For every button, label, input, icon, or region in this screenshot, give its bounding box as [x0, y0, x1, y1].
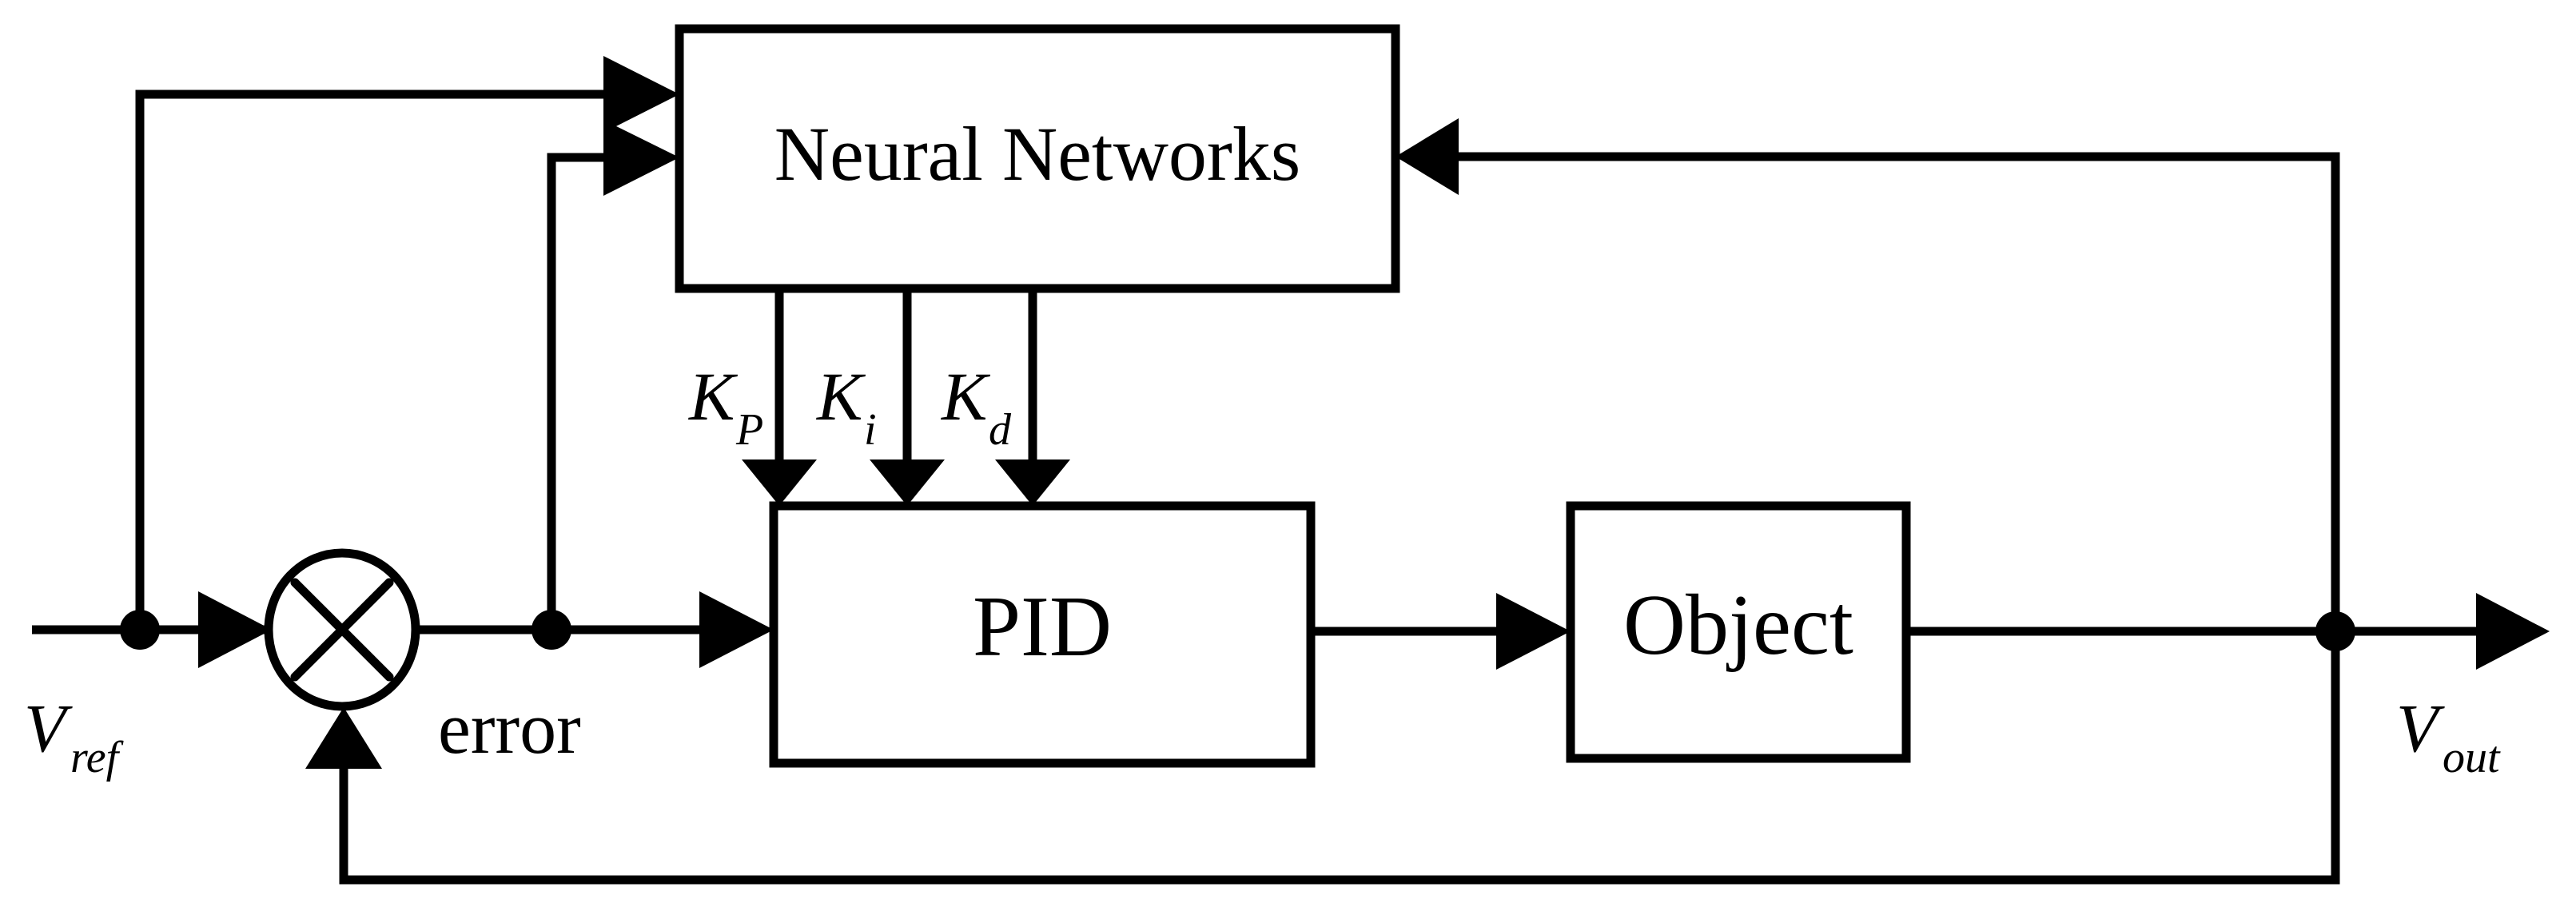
- wire-vref-tap-to-nn: [135, 90, 617, 630]
- arrowhead-sum-to-pid: [699, 591, 774, 668]
- label-vout: V out: [2396, 690, 2501, 782]
- kp-base: K: [687, 358, 739, 435]
- arrowhead-ki: [870, 459, 945, 506]
- junction-dot-error: [532, 610, 571, 650]
- ki-base: K: [815, 358, 866, 435]
- wire-vout-feedback-to-sum: [339, 631, 2340, 885]
- arrowhead-kp: [742, 459, 817, 506]
- block-object[interactable]: Object: [1566, 501, 1911, 763]
- multiplier-junction[interactable]: [264, 548, 420, 711]
- label-ki: K i: [815, 358, 877, 455]
- label-kp: K P: [687, 358, 763, 455]
- block-pid[interactable]: PID: [769, 501, 1316, 768]
- junction-dot-vout: [2315, 611, 2355, 651]
- object-label: Object: [1623, 578, 1853, 673]
- ki-subscript: i: [864, 405, 877, 455]
- multiplier-cross-stroke-2: [290, 578, 394, 682]
- vref-subscript: ref: [70, 733, 125, 782]
- neural-networks-label: Neural Networks: [774, 111, 1300, 197]
- kd-subscript: d: [989, 405, 1012, 455]
- arrowhead-nn-input-1: [603, 56, 679, 133]
- wire-error-tap-to-nn: [547, 153, 617, 630]
- vout-subscript: out: [2443, 733, 2501, 782]
- block-neural-networks[interactable]: Neural Networks: [675, 24, 1400, 293]
- pid-label: PID: [973, 579, 1112, 674]
- arrowhead-pid-to-object: [1496, 593, 1571, 670]
- wire-vout-feedback-to-nn: [1439, 152, 2340, 631]
- kp-subscript: P: [735, 405, 763, 455]
- arrowhead-vref-to-sum: [198, 591, 272, 668]
- object-rect[interactable]: [1566, 501, 1911, 763]
- arrowhead-sum-feedback: [305, 707, 382, 769]
- arrowhead-nn-feedback: [1395, 118, 1459, 195]
- junction-dot-vref: [120, 610, 160, 650]
- pid-rect[interactable]: [769, 501, 1316, 768]
- arrowhead-nn-input-2: [603, 120, 679, 196]
- label-error: error: [438, 687, 581, 769]
- label-vref: V ref: [24, 690, 125, 782]
- arrowhead-vout: [2476, 593, 2550, 670]
- neural-networks-rect[interactable]: [675, 24, 1400, 293]
- vref-base: V: [24, 690, 73, 766]
- vout-base: V: [2396, 690, 2445, 766]
- kd-base: K: [940, 358, 991, 435]
- label-kd: K d: [940, 358, 1012, 455]
- arrowhead-kd: [995, 459, 1070, 506]
